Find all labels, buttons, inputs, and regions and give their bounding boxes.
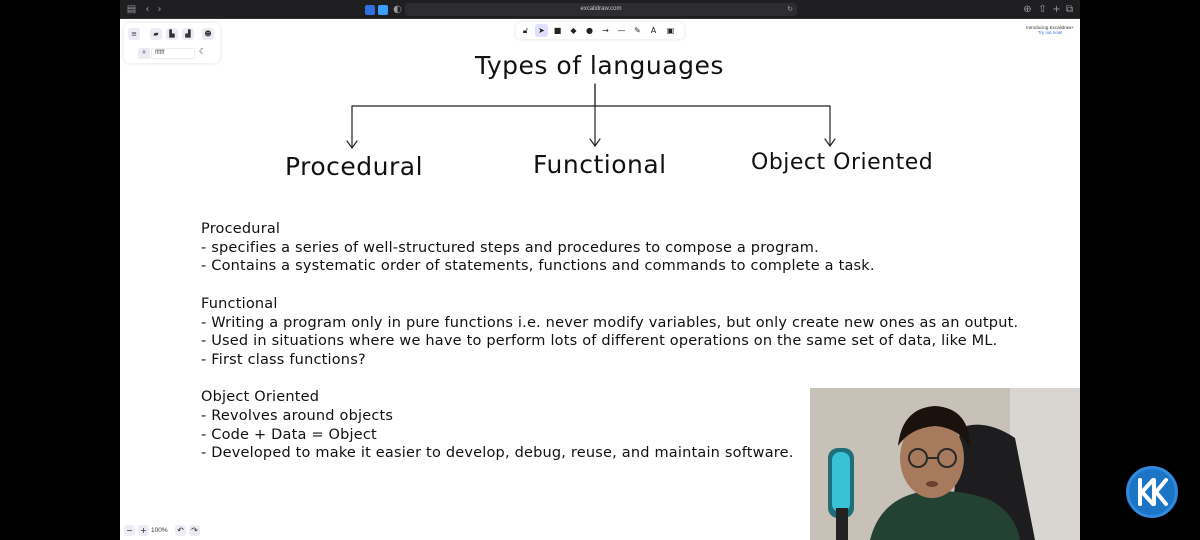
hamburger-menu-icon[interactable]: ≡ xyxy=(128,28,140,40)
arrowhead-functional xyxy=(589,138,601,148)
note-bullet: - First class functions? xyxy=(201,351,366,368)
note-bullet: - specifies a series of well-structured … xyxy=(201,239,819,256)
address-bar[interactable]: excalidraw.com ↻ xyxy=(405,3,797,16)
arrow-icon[interactable]: → xyxy=(602,26,609,35)
url-text: excalidraw.com xyxy=(580,6,622,12)
note-bullet: - Contains a systematic order of stateme… xyxy=(201,258,875,275)
draw-icon[interactable]: ✎ xyxy=(634,26,641,35)
privacy-shield-icon[interactable]: ◐ xyxy=(393,4,402,15)
back-icon[interactable]: ‹ xyxy=(145,4,150,15)
browser-toolbar: ▤ ‹ › ◐ excalidraw.com ↻ ⊕ ⇧ + ⧉ xyxy=(120,0,1080,19)
dark-mode-toggle-icon[interactable]: ☾ xyxy=(199,47,207,56)
section-heading-object-oriented: Object Oriented xyxy=(201,389,320,406)
color-hash-label: # xyxy=(138,48,150,59)
export-image-icon[interactable]: ▟ xyxy=(182,28,194,40)
image-icon[interactable]: ▣ xyxy=(666,26,675,35)
promo-title: Introducing Excalidraw+ xyxy=(1026,25,1074,30)
webcam-overlay xyxy=(810,388,1080,540)
promo-link[interactable]: Try out now! xyxy=(1037,30,1063,35)
ellipse-icon[interactable]: ● xyxy=(586,26,593,35)
selection-icon[interactable]: ➤ xyxy=(535,24,548,37)
shape-toolbar: 🔓︎ ➤ ■ ◆ ● → — ✎ A ▣ xyxy=(516,22,684,39)
kk-logo-icon xyxy=(1138,478,1168,506)
arrowhead-procedural xyxy=(346,140,358,150)
section-gap xyxy=(201,370,1061,389)
rectangle-icon[interactable]: ■ xyxy=(553,26,562,35)
note-bullet: - Used in situations where we have to pe… xyxy=(201,333,998,350)
download-icon[interactable]: ⊕ xyxy=(1023,4,1032,15)
redo-icon[interactable]: ↷ xyxy=(189,525,200,536)
zoom-controls: − + 100% ↶ ↷ xyxy=(124,524,200,537)
share-icon[interactable]: ⇧ xyxy=(1038,4,1047,15)
tab-overview-icon[interactable]: ⧉ xyxy=(1065,4,1074,15)
section-heading-procedural: Procedural xyxy=(201,221,281,237)
channel-logo xyxy=(1126,466,1178,518)
sidebar-toggle-icon[interactable]: ▤ xyxy=(126,4,137,15)
notes-text-block[interactable]: Procedural - specifies a series of well-… xyxy=(201,220,1061,463)
note-bullet: - Developed to make it easier to develop… xyxy=(201,445,794,462)
main-menu-panel: ≡ ▰ ▙ ▟ ☻ # ffffff ☾ xyxy=(124,23,220,63)
note-bullet: - Writing a program only in pure functio… xyxy=(201,314,1019,331)
zoom-in-button[interactable]: + xyxy=(138,525,149,536)
node-object-oriented[interactable]: Object Oriented xyxy=(751,150,934,175)
diamond-icon[interactable]: ◆ xyxy=(570,26,577,35)
line-icon[interactable]: — xyxy=(617,26,626,35)
presenter-video-frame xyxy=(810,388,1080,540)
reload-icon[interactable]: ↻ xyxy=(787,5,793,13)
extension-icon[interactable] xyxy=(365,5,375,15)
node-procedural[interactable]: Procedural xyxy=(285,152,424,181)
canvas-background-input[interactable]: ffffff xyxy=(151,48,195,59)
undo-icon[interactable]: ↶ xyxy=(175,525,186,536)
new-tab-icon[interactable]: + xyxy=(1052,4,1061,15)
save-icon[interactable]: ▙ xyxy=(166,28,178,40)
open-folder-icon[interactable]: ▰ xyxy=(150,28,162,40)
note-bullet: - Revolves around objects xyxy=(201,408,394,424)
collaborate-icon[interactable]: ☻ xyxy=(202,28,214,40)
note-bullet: - Code + Data = Object xyxy=(201,426,377,443)
excalidraw-favicon-icon xyxy=(378,5,388,15)
excalidraw-plus-promo: Introducing Excalidraw+ Try out now! xyxy=(1026,25,1074,35)
zoom-level[interactable]: 100% xyxy=(151,527,168,534)
section-heading-functional: Functional xyxy=(201,295,278,312)
text-icon[interactable]: A xyxy=(650,26,657,35)
section-gap xyxy=(201,276,1061,295)
arrowhead-object-oriented xyxy=(824,138,836,148)
zoom-out-button[interactable]: − xyxy=(124,525,135,536)
diagram-title[interactable]: Types of languages xyxy=(475,51,724,80)
node-functional[interactable]: Functional xyxy=(533,150,667,179)
lock-icon[interactable]: 🔓︎ xyxy=(522,26,529,35)
forward-icon[interactable]: › xyxy=(157,4,162,15)
